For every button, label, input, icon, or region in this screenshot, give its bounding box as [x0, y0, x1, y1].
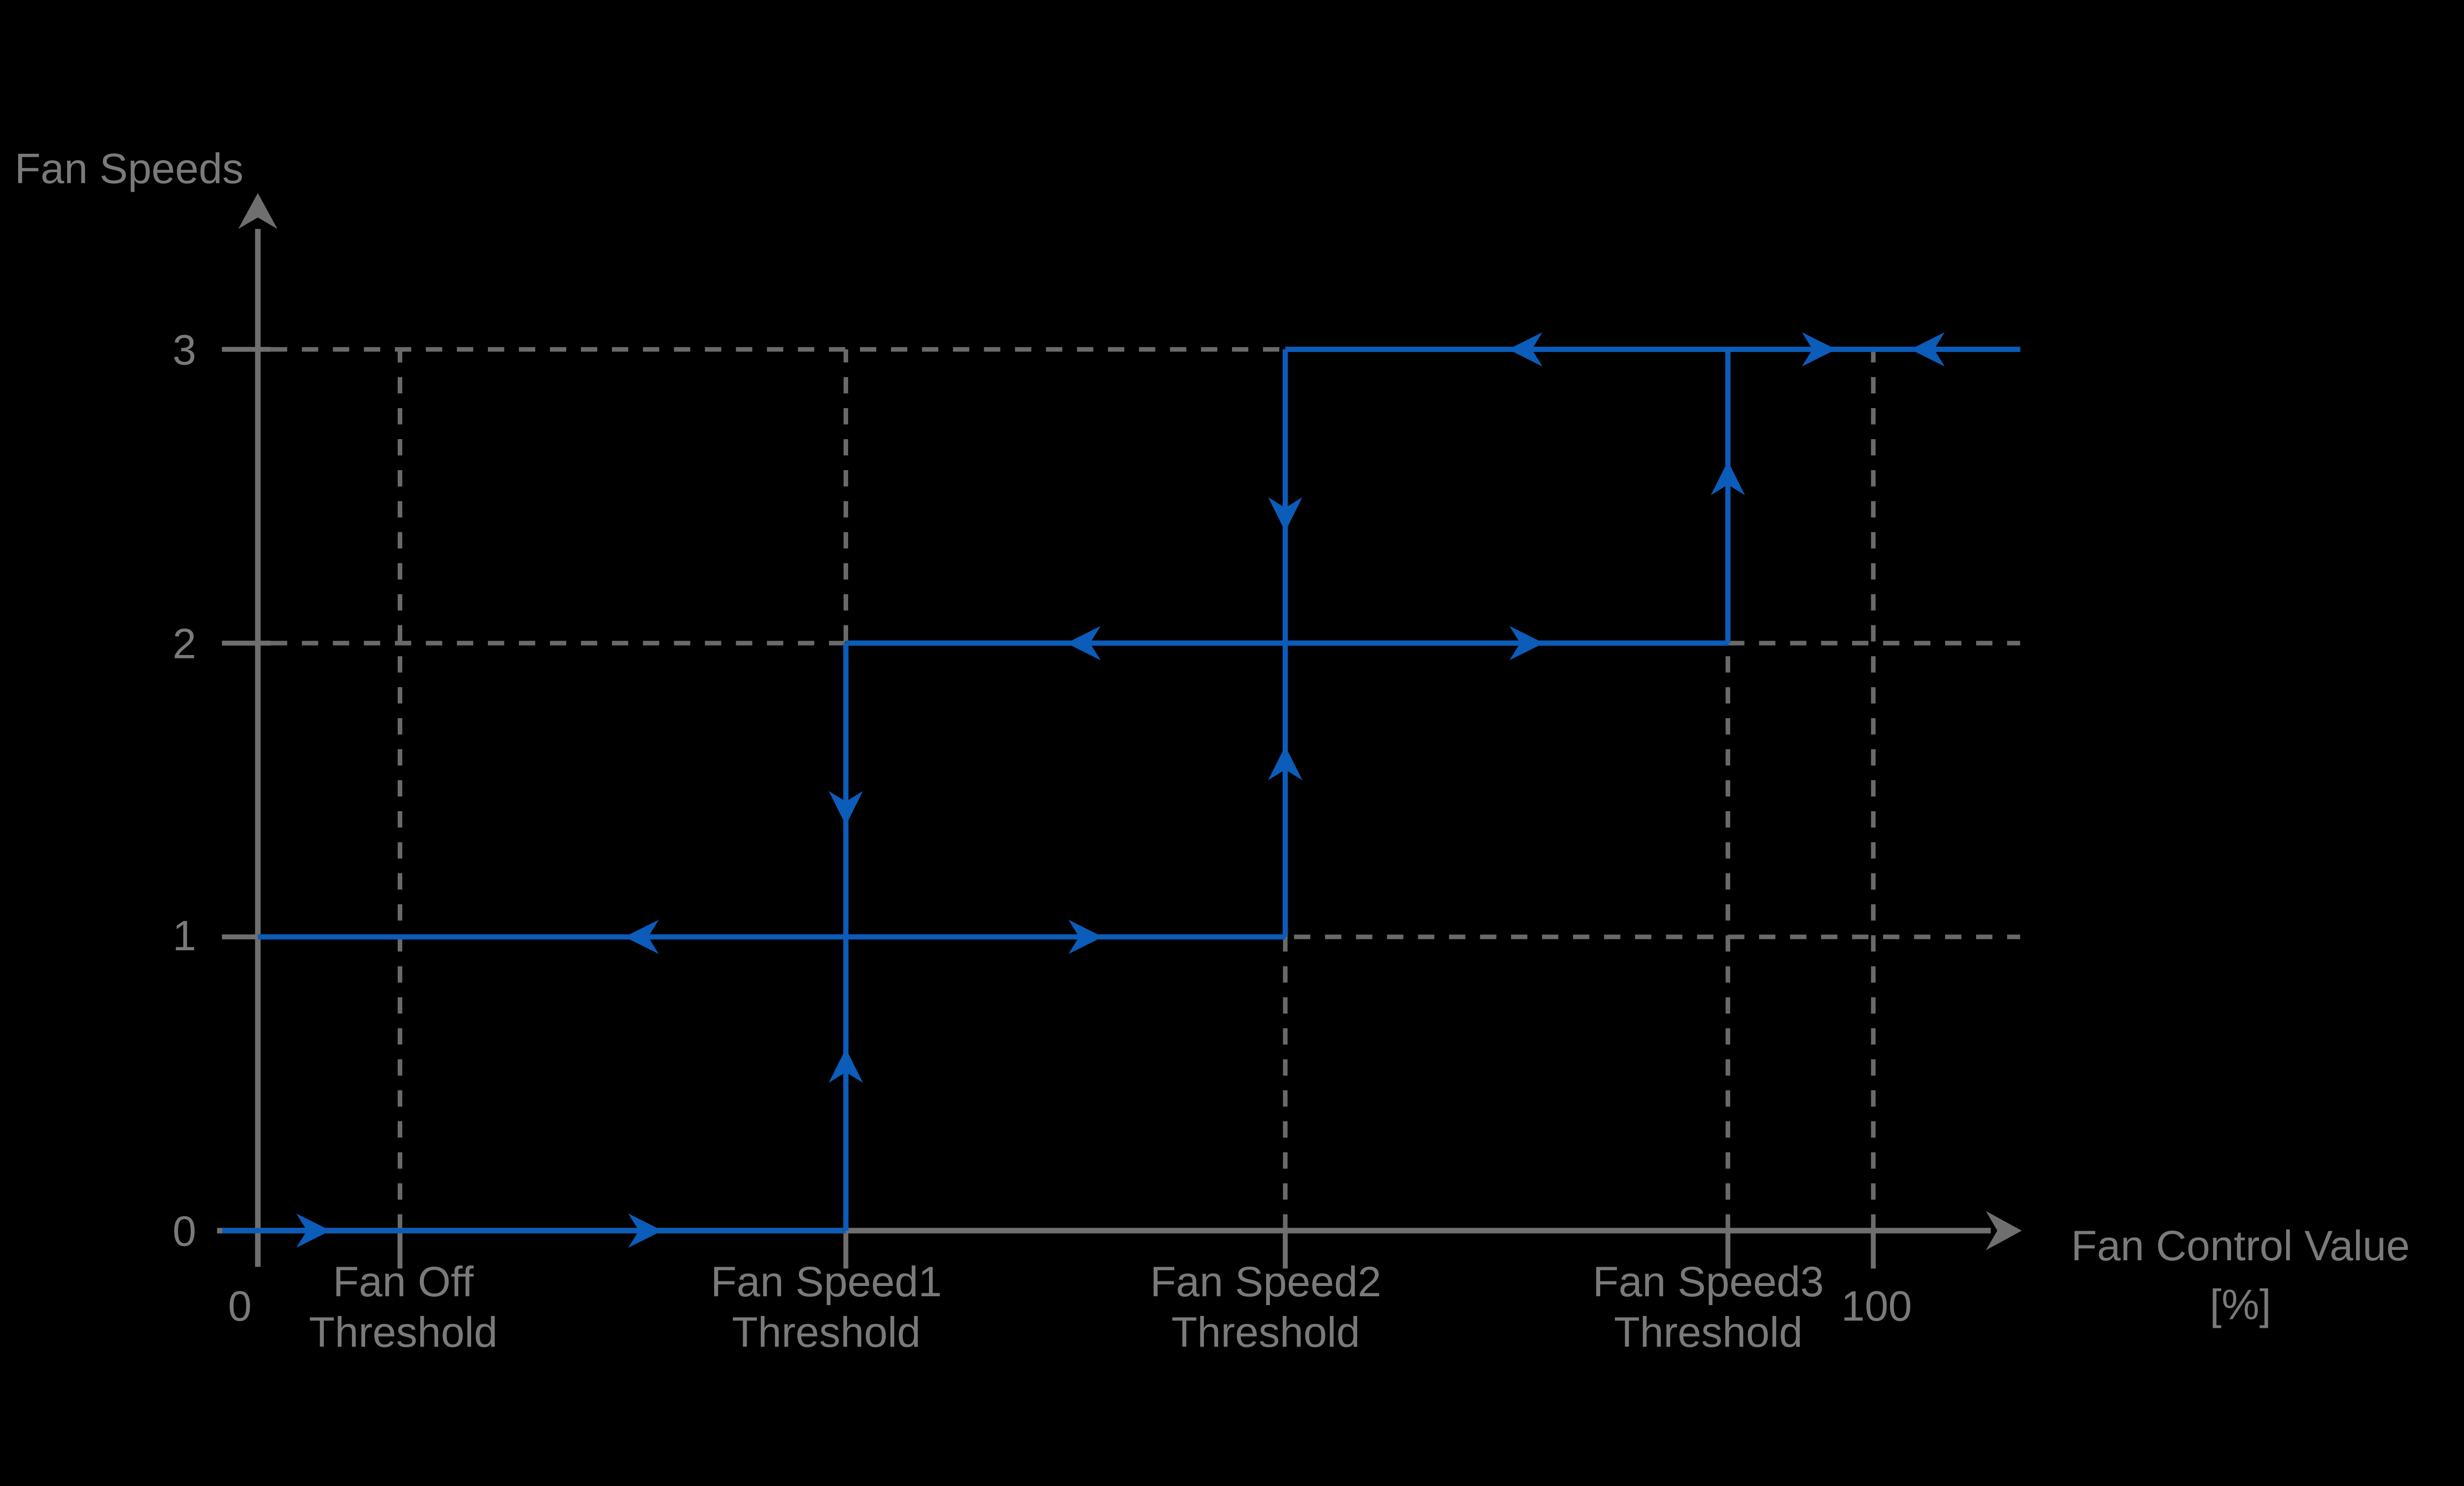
x-axis-arrowhead-icon [1985, 1211, 2022, 1250]
direction-arrow-down-icon [1268, 497, 1302, 532]
direction-arrow-right-icon [296, 1213, 331, 1248]
direction-arrow-right-icon [1068, 920, 1103, 954]
direction-arrow-down-icon [828, 791, 863, 826]
direction-arrow-right-icon [1802, 332, 1836, 367]
direction-arrow-up-icon [828, 1048, 863, 1083]
y-tick-label-3: 3 [172, 326, 196, 374]
axis-layer [217, 193, 2022, 1267]
direction-arrow-left-icon [1508, 332, 1542, 367]
direction-arrow-up-icon [1711, 461, 1745, 495]
x-max-label: 100 [1841, 1283, 1912, 1330]
y-axis-title: Fan Speeds [15, 145, 243, 193]
direction-arrow-layer [296, 332, 1945, 1248]
direction-arrow-left-icon [1066, 626, 1101, 660]
tick-layer [222, 346, 1876, 1269]
y-axis-arrowhead-icon [238, 193, 277, 229]
x-origin-label: 0 [228, 1283, 252, 1330]
direction-arrow-left-icon [624, 920, 659, 954]
x-axis-title-line1: Fan Control Value [2071, 1222, 2410, 1270]
direction-arrow-up-icon [1268, 746, 1302, 780]
y-tick-label-2: 2 [172, 620, 196, 667]
gridline-layer [271, 347, 2020, 1231]
hysteresis-path-layer [222, 346, 2020, 1234]
y-tick-label-0: 0 [172, 1208, 196, 1255]
direction-arrow-left-icon [1910, 332, 1945, 367]
direction-arrow-right-icon [1509, 626, 1544, 660]
x-axis-title-line2: [%] [2210, 1281, 2271, 1328]
y-tick-label-1: 1 [172, 912, 196, 960]
text-layer: Fan Speeds 3 2 1 0 0 100 Fan Control Val… [15, 145, 2410, 1356]
direction-arrow-right-icon [628, 1213, 663, 1248]
